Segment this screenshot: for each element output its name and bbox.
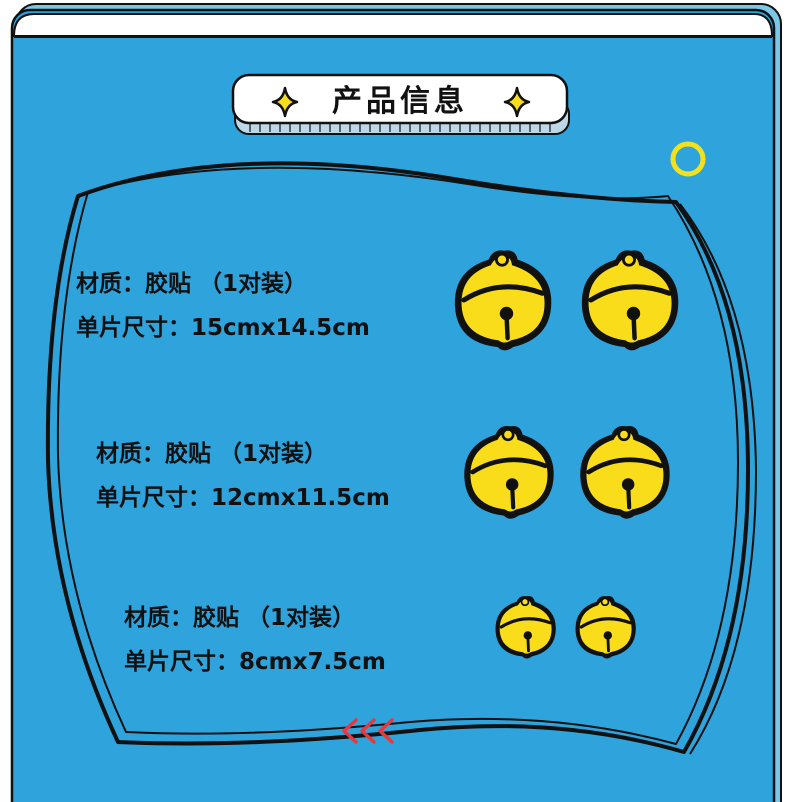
triple-chevron-left-icon <box>342 718 394 744</box>
sparkle-icon-right <box>503 86 531 118</box>
bell-icon <box>570 420 678 524</box>
bell-icon <box>454 420 562 524</box>
product-spec-large: 材质：胶贴 （1对装） 单片尺寸：15cmx14.5cm <box>76 262 370 350</box>
size-label: 单片尺寸：8cmx7.5cm <box>124 649 386 675</box>
bell-icon <box>573 594 638 661</box>
bell-icon <box>493 594 558 661</box>
ring-icon <box>670 141 706 177</box>
material-label: 材质：胶贴 （1对装） <box>76 271 308 297</box>
material-label: 材质：胶贴 （1对装） <box>124 605 356 631</box>
wavy-panel-frame <box>45 161 757 755</box>
title-badge <box>231 73 570 135</box>
page-title: 产品信息 <box>332 84 468 119</box>
sparkle-icon-left <box>271 86 299 118</box>
bell-icon <box>442 244 562 356</box>
product-spec-medium: 材质：胶贴 （1对装） 单片尺寸：12cmx11.5cm <box>96 432 390 520</box>
size-label: 单片尺寸：12cmx11.5cm <box>96 485 390 511</box>
size-label: 单片尺寸：15cmx14.5cm <box>76 315 370 341</box>
product-spec-small: 材质：胶贴 （1对装） 单片尺寸：8cmx7.5cm <box>124 596 386 684</box>
material-label: 材质：胶贴 （1对装） <box>96 441 328 467</box>
bell-icon <box>570 244 688 356</box>
